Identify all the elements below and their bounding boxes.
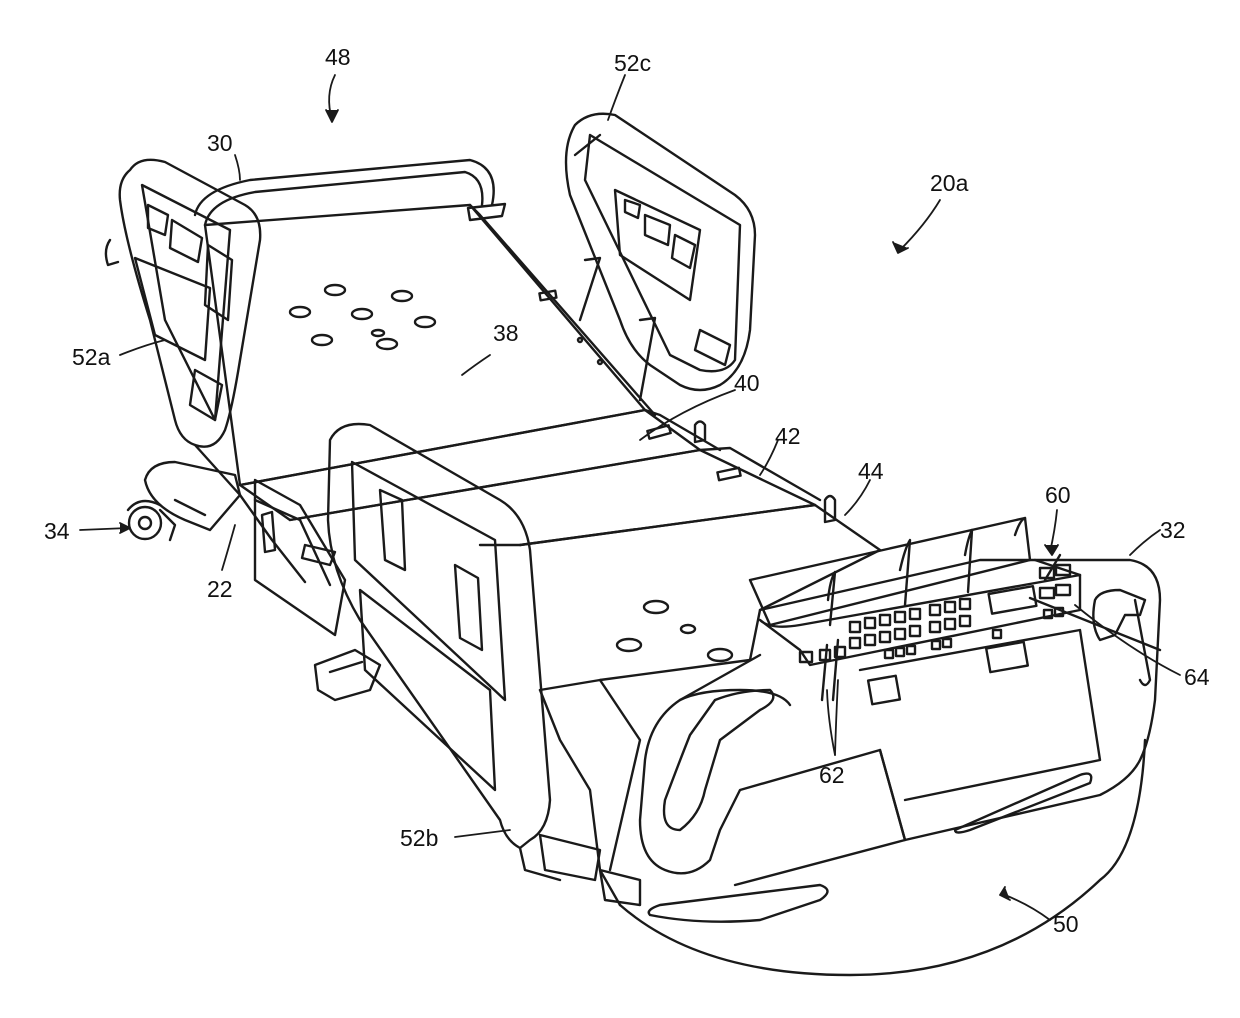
label-44: 44	[858, 460, 884, 483]
deck-section-38	[205, 204, 655, 485]
label-34: 34	[44, 520, 70, 543]
label-52b: 52b	[400, 827, 438, 850]
label-62: 62	[819, 764, 845, 787]
label-60: 60	[1045, 484, 1071, 507]
control-panel-60	[750, 518, 1160, 700]
label-22: 22	[207, 578, 233, 601]
label-52a: 52a	[72, 346, 110, 369]
label-40: 40	[734, 372, 760, 395]
label-52c: 52c	[614, 52, 651, 75]
label-20a: 20a	[930, 172, 968, 195]
label-38: 38	[493, 322, 519, 345]
siderail-52b	[328, 424, 560, 880]
label-64: 64	[1184, 666, 1210, 689]
label-30: 30	[207, 132, 233, 155]
label-42: 42	[775, 425, 801, 448]
label-48: 48	[325, 46, 351, 69]
base-frame-22	[128, 462, 380, 700]
label-32: 32	[1160, 519, 1186, 542]
label-50: 50	[1053, 913, 1079, 936]
siderail-52c	[566, 114, 755, 400]
